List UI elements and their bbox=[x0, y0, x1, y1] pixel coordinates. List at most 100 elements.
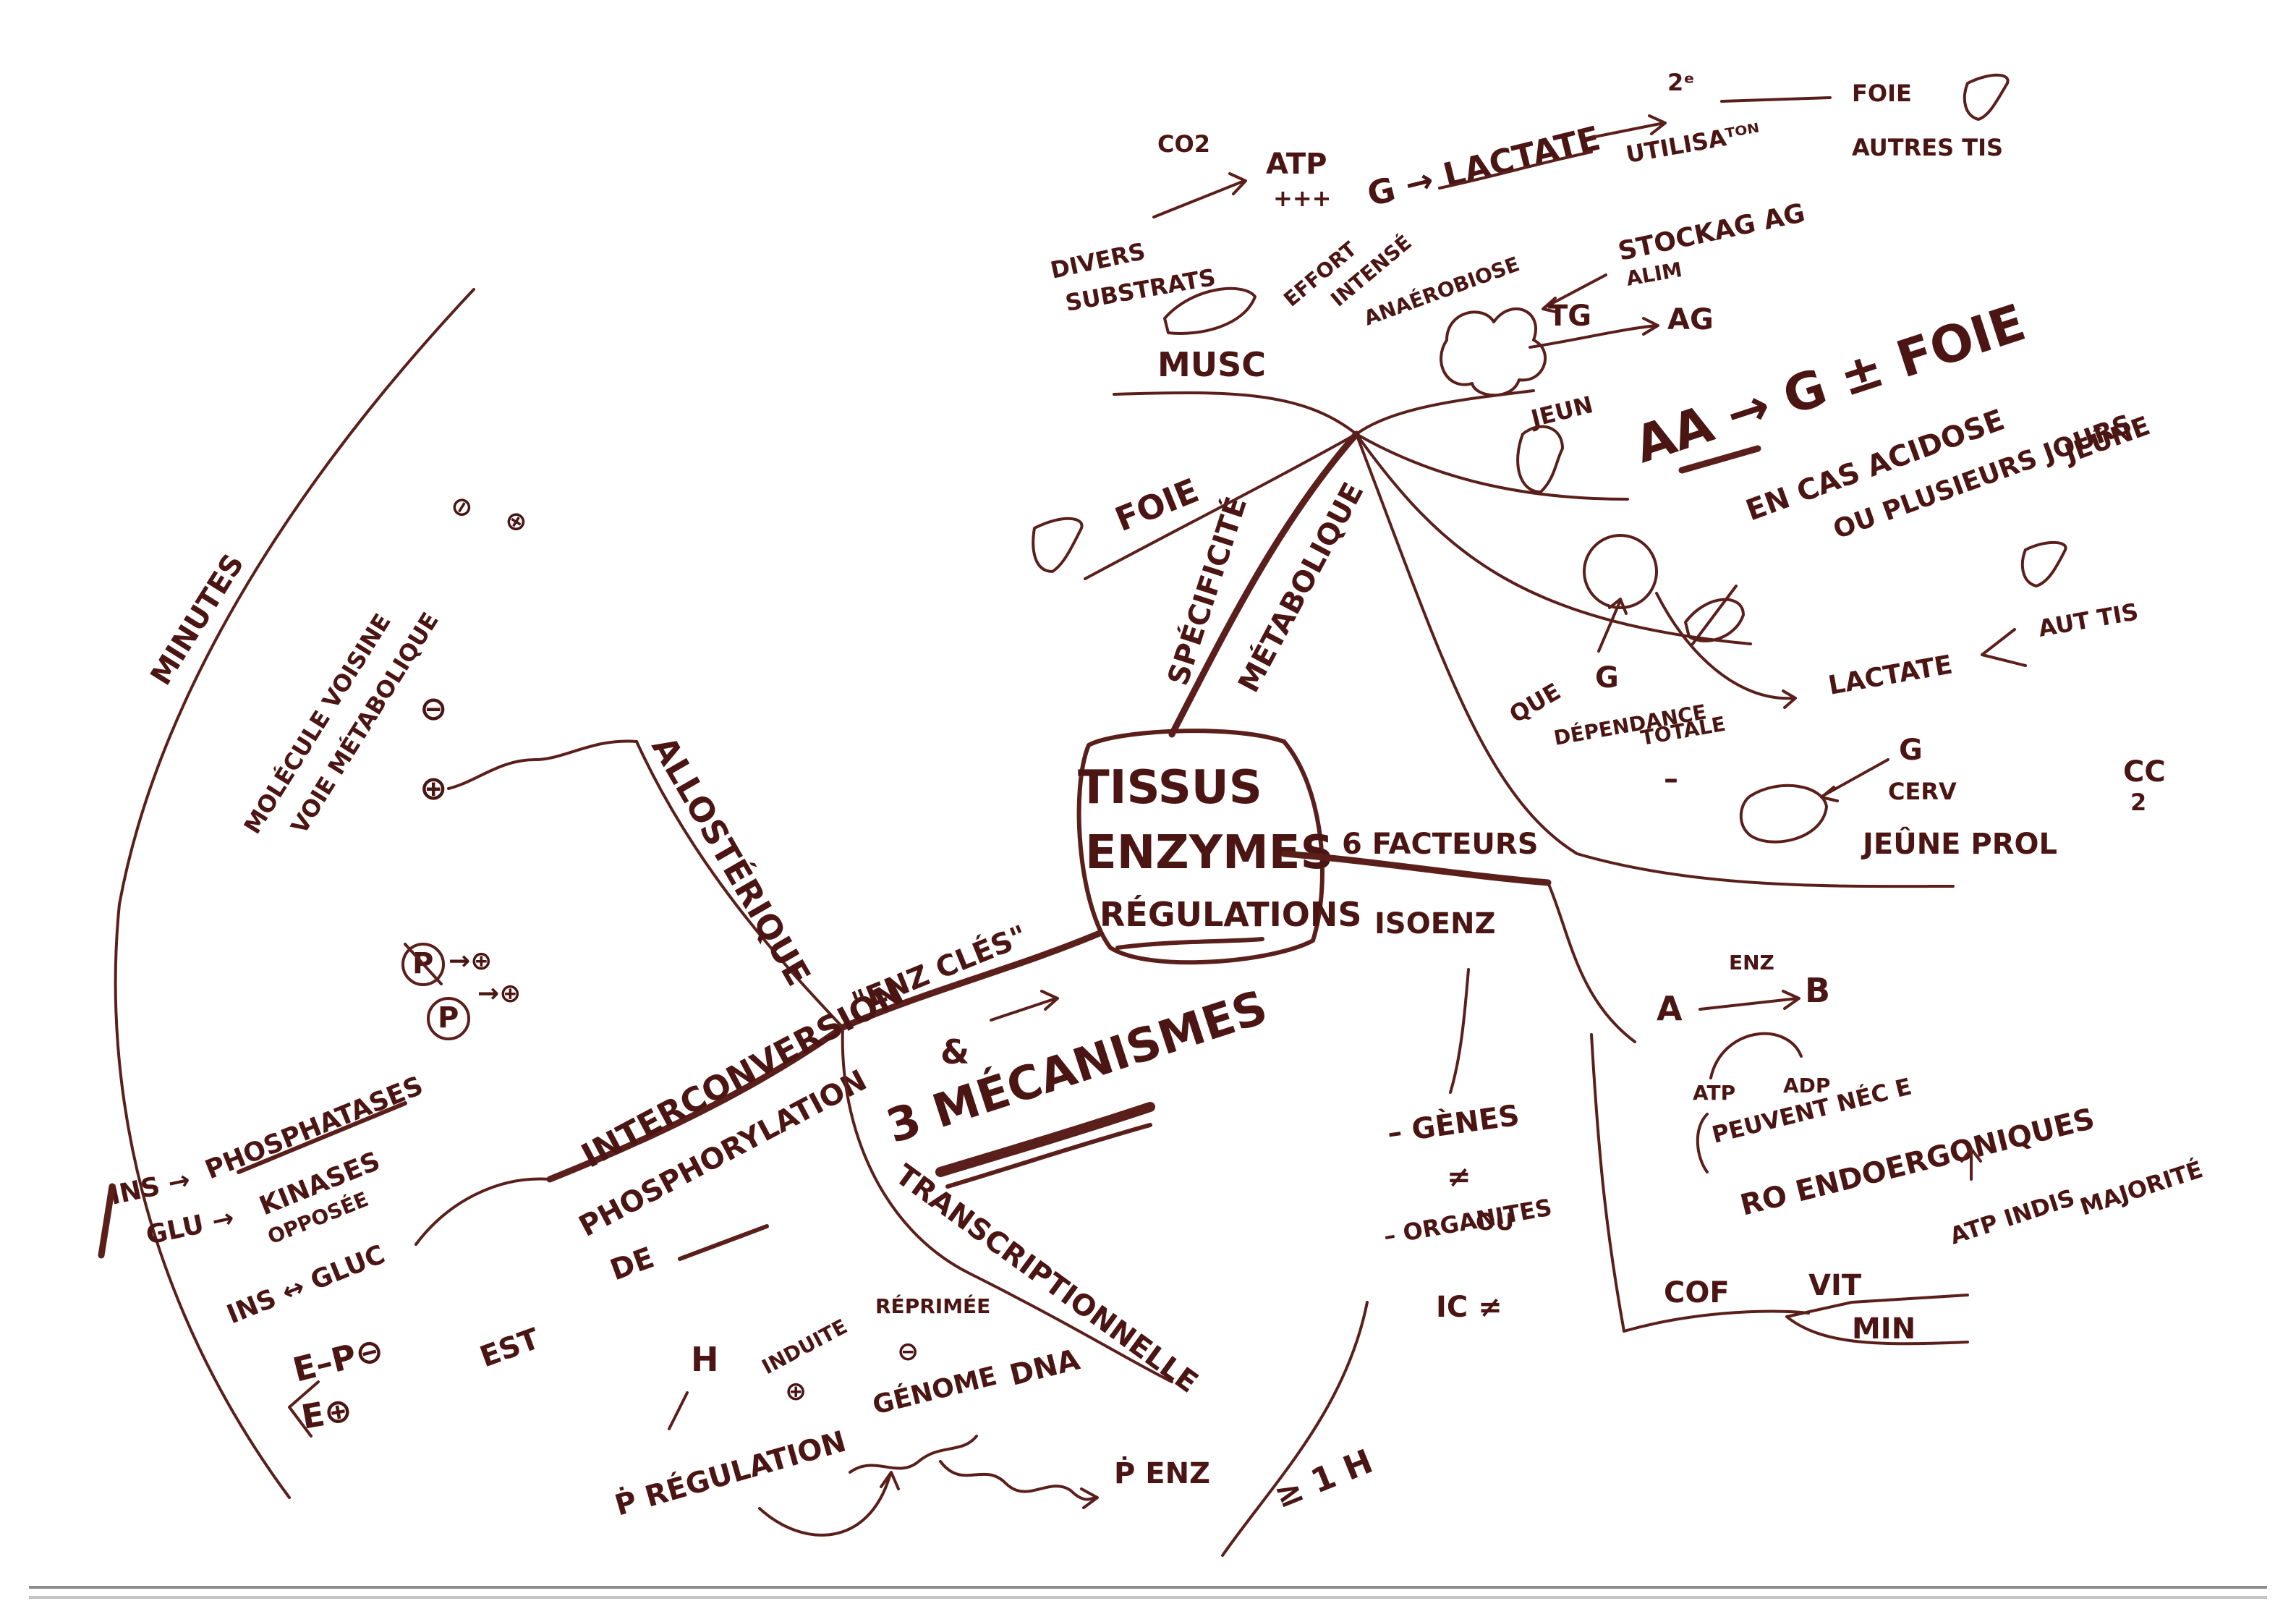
tg-text: TG bbox=[1548, 300, 1591, 333]
arrow-lactate-utilisation bbox=[1590, 114, 1667, 139]
p-enz-text: Ṗ ENZ bbox=[1114, 1456, 1210, 1490]
g-lactate-underline bbox=[1438, 150, 1593, 190]
mecanismes-underline-2 bbox=[945, 1123, 1152, 1189]
phospho-underline bbox=[678, 1224, 769, 1261]
ins-text: INS → bbox=[107, 1165, 192, 1210]
center-underline bbox=[1115, 937, 1264, 950]
ins-glu-text: INS ↔ GLUC bbox=[223, 1240, 389, 1330]
branch-enz-cles bbox=[839, 930, 1103, 1031]
e-bracket bbox=[288, 1380, 320, 1438]
facteurs-title: 6 FACTEURS bbox=[1342, 828, 1539, 861]
arrow-atp-up bbox=[1960, 1147, 1982, 1181]
branch-hematie bbox=[1355, 433, 1752, 645]
liver-icon bbox=[1032, 517, 1084, 573]
mecanismes-underline bbox=[935, 1102, 1155, 1177]
p-regulation-text: Ṗ RÉGULATION bbox=[611, 1424, 850, 1523]
bracket-left bbox=[1696, 1113, 1709, 1173]
atp-indis-text: ATP INDIS bbox=[1947, 1184, 2078, 1249]
h-line bbox=[668, 1391, 689, 1430]
reprimee-minus: ⊖ bbox=[897, 1337, 919, 1367]
ag-text: AG bbox=[1667, 303, 1714, 336]
vit-text: VIT bbox=[1808, 1269, 1862, 1302]
center-title: TISSUS bbox=[1078, 761, 1262, 815]
branch-facteurs bbox=[1280, 850, 1552, 886]
center-node-outline bbox=[1076, 729, 1325, 965]
red-cell-icon bbox=[1583, 534, 1658, 609]
lactate-text: LACTATE bbox=[1826, 650, 1955, 700]
dna-wave bbox=[849, 1435, 978, 1474]
arrow-to-lactate bbox=[1655, 592, 1797, 709]
organites-ic-text: IC ≠ bbox=[1436, 1291, 1502, 1324]
branch-muscle bbox=[1113, 391, 1358, 436]
branch-transcriptionnelle bbox=[841, 1026, 1173, 1383]
allosterique-label: ALLOSTÉRIQUE bbox=[644, 730, 818, 993]
glu-text: GLU → bbox=[143, 1203, 237, 1251]
line-utilisation-foie bbox=[1720, 96, 1832, 103]
page-fold-line bbox=[29, 1586, 2267, 1589]
atp-cofactor-text: ATP bbox=[1693, 1081, 1735, 1105]
minutes-arc bbox=[114, 288, 475, 1499]
p-cross-line bbox=[404, 943, 443, 985]
reprimee-text: RÉPRIMÉE bbox=[875, 1294, 990, 1318]
center-regulations: RÉGULATIONS bbox=[1100, 895, 1362, 934]
branch-foie bbox=[1084, 433, 1358, 580]
phosphatases-text: PHOSPHATASES bbox=[201, 1071, 428, 1185]
jeune-prol-text: JEÛNE PROL bbox=[1861, 826, 2057, 861]
arrow-plus-1: →⊕ bbox=[448, 946, 492, 976]
phosphatases-underline bbox=[237, 1101, 407, 1174]
branch-specificite bbox=[1168, 430, 1360, 738]
branch-rein bbox=[1355, 433, 1629, 501]
line-vit-min bbox=[1785, 1294, 1969, 1346]
arrow-stockage-tg bbox=[1542, 273, 1607, 314]
adipose-icon bbox=[1440, 307, 1547, 397]
est-text: EST bbox=[476, 1322, 545, 1374]
que-text: QUE bbox=[1505, 677, 1565, 728]
g-lactate-text: G → LACTATE bbox=[1364, 119, 1604, 214]
cc-text: CC bbox=[2123, 755, 2166, 789]
g-hematie-text: G bbox=[1595, 661, 1619, 695]
adp-text: ADP bbox=[1783, 1074, 1830, 1098]
g-cerveau-text: G bbox=[1899, 734, 1923, 767]
minutes-text: MINUTES bbox=[144, 548, 250, 691]
e-text: E⊕ bbox=[299, 1390, 355, 1437]
dna-text: DNA bbox=[1006, 1343, 1083, 1392]
liver-icon-lactate bbox=[2020, 540, 2067, 587]
reaction-arrow bbox=[1698, 990, 1800, 1011]
ep-text: E–P⊖ bbox=[289, 1330, 388, 1390]
hours-text: ≥ 1 H bbox=[1269, 1441, 1378, 1516]
and-text: & bbox=[940, 1032, 969, 1071]
allo-plus-top-2: ⊕ bbox=[498, 504, 535, 538]
cc-index-text: 2 bbox=[2130, 789, 2146, 816]
organites-ou-text: OU bbox=[1476, 1208, 1514, 1236]
branch-allosterique bbox=[635, 740, 844, 1029]
branch-facteurs-right bbox=[1547, 881, 1636, 1043]
muscle-label: MUSC bbox=[1157, 345, 1266, 384]
branch-cofacteurs bbox=[1590, 1033, 1810, 1333]
arrow-g-brain bbox=[1820, 758, 1889, 802]
induite-text: INDUITE bbox=[758, 1315, 851, 1379]
branch-adipeux bbox=[1355, 389, 1535, 436]
co2-text: CO2 bbox=[1157, 130, 1210, 158]
p-crossed-circle bbox=[401, 943, 445, 986]
atp-adp-curve bbox=[1709, 1032, 1803, 1079]
autres-tis-text: AUTRES TIS bbox=[1852, 134, 2003, 161]
cof-text: COF bbox=[1664, 1276, 1730, 1309]
organites-text: – ORGANITES bbox=[1382, 1194, 1554, 1250]
red-cell-crossed bbox=[1684, 585, 1745, 645]
atp-text: ATP bbox=[1266, 148, 1327, 181]
stockage-text: STOCKAG AG bbox=[1615, 198, 1808, 267]
branch-cerveau bbox=[1355, 433, 1955, 888]
aa-underline bbox=[1678, 445, 1761, 474]
allosterique-tail bbox=[447, 739, 638, 790]
phospho-de-text: DE bbox=[606, 1241, 659, 1287]
autres-tis-lactate: AUT TIS bbox=[2036, 598, 2140, 642]
allo-minus: ⊖ bbox=[420, 689, 448, 728]
dash-text: – bbox=[1664, 763, 1678, 796]
muscle-icon bbox=[1163, 286, 1257, 335]
arrow-g-cell bbox=[1597, 598, 1628, 653]
left-bracket bbox=[98, 1183, 116, 1259]
genome-text: GÉNOME bbox=[869, 1361, 1000, 1421]
interconversion-tail bbox=[414, 1177, 551, 1246]
arrow-plus-2: →⊕ bbox=[477, 979, 521, 1009]
